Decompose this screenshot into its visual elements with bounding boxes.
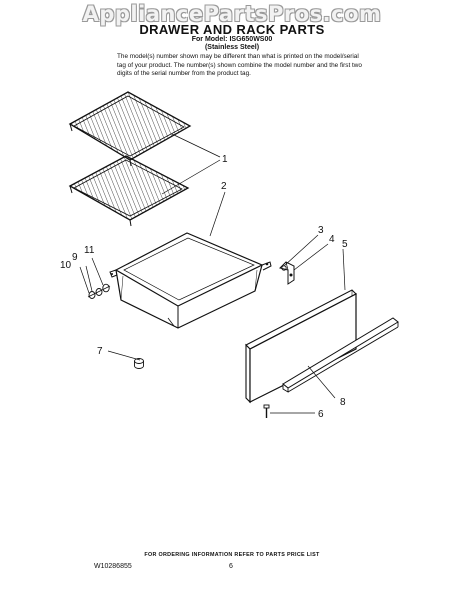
callout-6: 6: [318, 409, 324, 420]
leader-lines: [79, 133, 346, 414]
ordering-footer: FOR ORDERING INFORMATION REFER TO PARTS …: [144, 552, 320, 558]
model-note: The model(s) number shown may be differe…: [117, 53, 362, 78]
callout-4: 4: [329, 234, 335, 245]
nut-part-7: [134, 358, 144, 369]
finish-line: (Stainless Steel): [204, 44, 260, 51]
callout-5: 5: [342, 239, 348, 250]
oven-rack-lower: [68, 155, 190, 227]
page-number: 6: [229, 563, 233, 570]
screw-part-6: [263, 404, 270, 418]
callout-2: 2: [221, 181, 227, 192]
drawer-pan: [109, 232, 272, 329]
page-title: DRAWER AND RACK PARTS: [139, 22, 325, 37]
model-line: For Model: ISG650WS00: [191, 36, 273, 43]
callout-10: 10: [60, 260, 72, 271]
callout-11: 11: [84, 245, 95, 256]
callout-9: 9: [72, 252, 78, 263]
callout-7: 7: [97, 346, 103, 357]
slide-bracket: [279, 261, 295, 285]
callout-8: 8: [340, 397, 346, 408]
watermark: AppliancePartsPros.com: [82, 2, 382, 26]
document-number: W10286855: [94, 563, 132, 570]
callout-1: 1: [222, 154, 228, 165]
callout-3: 3: [318, 225, 324, 236]
hardware-stack: [87, 283, 111, 299]
oven-rack-upper: [68, 91, 192, 167]
drawer-front-panel: [245, 289, 357, 404]
